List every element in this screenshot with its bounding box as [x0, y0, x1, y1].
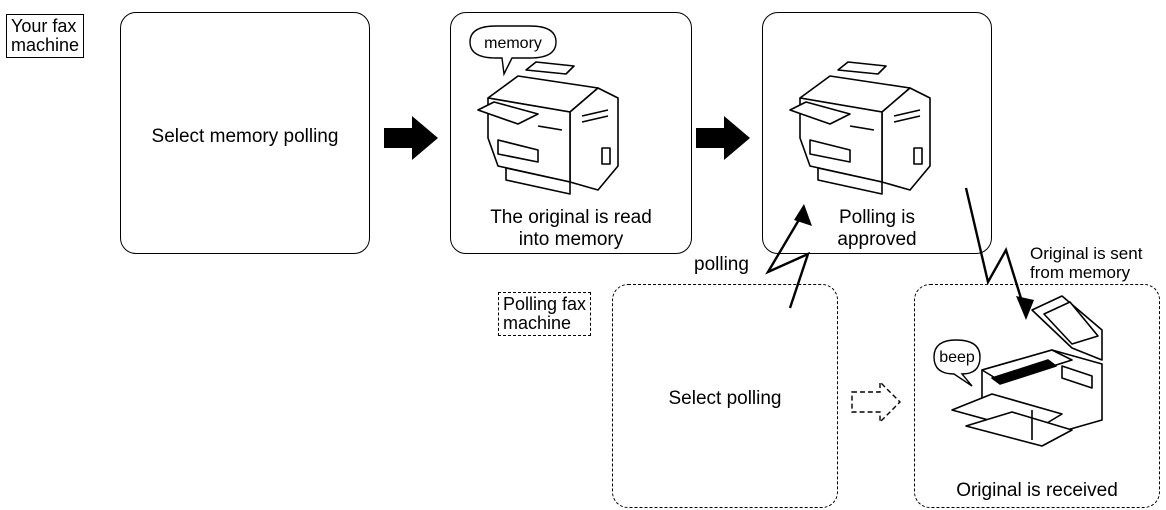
select-memory-polling-box	[120, 12, 370, 254]
polling-fax-machine-tag: Polling fax machine	[498, 292, 592, 336]
beep-bubble-text: beep	[939, 349, 975, 366]
select-polling-box	[612, 284, 838, 508]
fax-machine-icon	[951, 295, 1103, 447]
arrow-right-icon	[384, 116, 438, 160]
arrow-tip	[794, 204, 812, 226]
your-fax-machine-tag-line1: Your fax	[11, 16, 77, 36]
select-polling-label: Select polling	[668, 388, 782, 409]
original-received-label: Original is received	[956, 480, 1118, 501]
copier-icon	[789, 61, 931, 195]
polling-fax-machine-tag-line2: machine	[503, 313, 572, 333]
read-into-memory-line2: into memory	[518, 229, 624, 250]
copier-icon	[477, 61, 619, 195]
select-memory-polling-label: Select memory polling	[151, 126, 339, 147]
polling-fax-machine-tag-line1: Polling fax	[503, 294, 587, 314]
memory-bubble-text: memory	[484, 35, 542, 52]
arrow-tip	[1016, 296, 1034, 320]
your-fax-machine-tag-line2: machine	[11, 35, 80, 55]
sent-from-memory-line1: Original is sent	[1030, 244, 1143, 263]
polling-signal-label: polling	[694, 254, 749, 275]
original-received-box	[914, 284, 1160, 508]
read-into-memory-label: The original is read into memory	[450, 207, 692, 251]
arrow-right-icon	[696, 116, 750, 160]
sent-from-memory-line2: from memory	[1030, 263, 1131, 282]
polling-approved-line2: approved	[837, 229, 917, 250]
dashed-arrow-right-icon	[851, 380, 901, 424]
lightning-signal-icon	[765, 217, 811, 309]
polling-approved-line1: Polling is	[838, 207, 916, 228]
beep-bubble-icon	[933, 339, 981, 387]
lightning-signal-icon	[964, 187, 1026, 309]
sent-from-memory-label: Original is sent from memory	[1030, 244, 1142, 282]
polling-approved-label: Polling is approved	[762, 207, 992, 251]
memory-bubble-icon	[469, 25, 557, 77]
your-fax-machine-tag: Your fax machine	[6, 14, 85, 58]
read-into-memory-line1: The original is read	[490, 207, 652, 228]
